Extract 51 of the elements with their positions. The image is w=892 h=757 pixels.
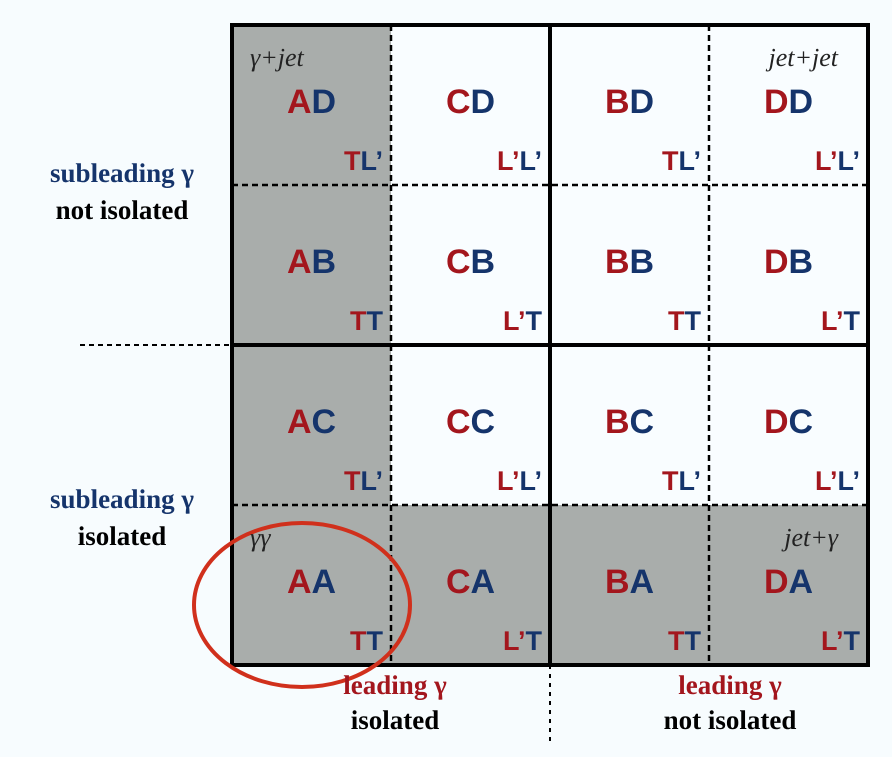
isolation-code: L’T	[502, 306, 542, 337]
shaded-cell	[550, 505, 709, 665]
region-code: AA	[286, 563, 336, 602]
region-code: CB	[446, 243, 496, 282]
region-code: DD	[764, 83, 814, 122]
region-tag: γγ	[250, 523, 270, 553]
isolation-code: TL’	[662, 146, 701, 177]
region-code: AB	[286, 243, 336, 282]
isolation-code: L’L’	[814, 466, 860, 497]
shaded-cell	[232, 505, 391, 665]
isolation-code: L’L’	[496, 466, 542, 497]
axis-label: subleading γ	[50, 484, 194, 515]
axis-label: isolated	[350, 705, 440, 736]
region-code: DC	[764, 403, 814, 442]
isolation-code: L’T	[820, 626, 860, 657]
isolation-code: L’T	[502, 626, 542, 657]
axis-label: leading γ	[678, 670, 782, 701]
region-code: BA	[604, 563, 654, 602]
region-code: BB	[604, 243, 654, 282]
axis-label: not isolated	[56, 195, 188, 226]
region-code: AC	[286, 403, 336, 442]
region-code: BC	[604, 403, 654, 442]
shaded-cell	[709, 505, 868, 665]
region-code: DB	[764, 243, 814, 282]
region-tag: jet+γ	[784, 523, 838, 553]
axis-label: not isolated	[664, 705, 796, 736]
region-code: DA	[764, 563, 814, 602]
region-tag: γ+jet	[250, 43, 304, 73]
isolation-code: TT	[350, 306, 383, 337]
region-code: BD	[604, 83, 654, 122]
isolation-code: TL’	[662, 466, 701, 497]
shaded-cell	[232, 345, 391, 505]
axis-label: leading γ	[343, 670, 447, 701]
isolation-code: L’L’	[814, 146, 860, 177]
isolation-code: L’T	[820, 306, 860, 337]
isolation-code: TL’	[344, 146, 383, 177]
isolation-code: TT	[668, 306, 701, 337]
isolation-code: TT	[350, 626, 383, 657]
isolation-code: TT	[668, 626, 701, 657]
shaded-cell	[232, 25, 391, 185]
region-code: AD	[286, 83, 336, 122]
region-code: CC	[446, 403, 496, 442]
isolation-code: TL’	[344, 466, 383, 497]
axis-label: subleading γ	[50, 158, 194, 189]
region-code: CA	[446, 563, 496, 602]
region-tag: jet+jet	[768, 43, 838, 73]
region-code: CD	[446, 83, 496, 122]
shaded-cell	[391, 505, 550, 665]
shaded-cell	[232, 185, 391, 345]
axis-label: isolated	[78, 521, 166, 552]
isolation-code: L’L’	[496, 146, 542, 177]
